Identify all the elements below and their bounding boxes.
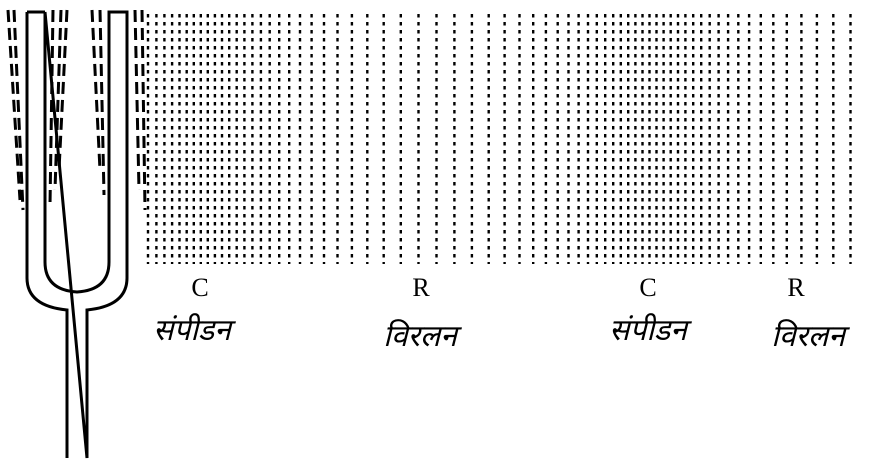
rarefaction-label-2: R [787, 273, 805, 302]
tuning-fork-icon [25, 10, 129, 459]
rarefaction-label-1: R [412, 273, 430, 302]
compression-label-2: C [639, 273, 656, 302]
compression-hindi-2: संपीडन [609, 313, 692, 348]
rarefaction-hindi-2: विरलन [771, 319, 850, 354]
vibration-lines [6, 9, 147, 211]
compression-label-1: C [191, 273, 208, 302]
compression-hindi-1: संपीडन [153, 313, 236, 348]
rarefaction-hindi-1: विरलन [383, 319, 462, 354]
air-layers [146, 14, 852, 264]
